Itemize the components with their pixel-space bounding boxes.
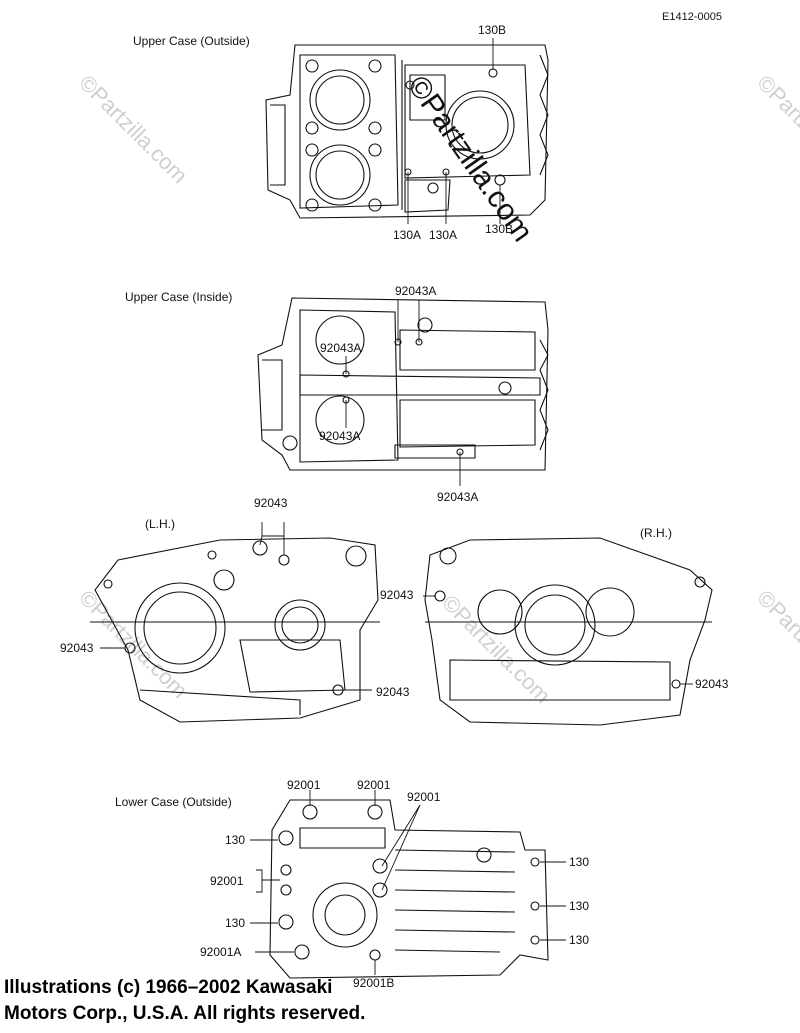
callout-92043-rh-left: 92043 xyxy=(380,588,414,602)
diagram-code: E1412-0005 xyxy=(662,11,722,23)
callout-130b-top: 130B xyxy=(478,23,507,37)
callout-130b-bottom: 130B xyxy=(485,222,514,236)
callout-92001-top-mid: 92001 xyxy=(357,778,391,792)
lh-crankcase-drawing xyxy=(90,537,380,723)
callout-92001a: 92001A xyxy=(200,945,242,959)
view-title-upper-outside: Upper Case (Outside) xyxy=(133,34,250,48)
callout-130-right-top: 130 xyxy=(569,855,590,869)
view-title-lh: (L.H.) xyxy=(145,517,175,531)
view-title-rh: (R.H.) xyxy=(640,526,672,540)
view-title-lower-outside: Lower Case (Outside) xyxy=(115,795,232,809)
callout-130-right-bottom: 130 xyxy=(569,933,590,947)
copyright-line-2: Motors Corp., U.S.A. All rights reserved… xyxy=(4,1003,366,1024)
callout-130-left-upper: 130 xyxy=(225,833,246,847)
upper-case-outside-drawing xyxy=(265,44,549,219)
lower-case-outside-drawing xyxy=(269,799,549,979)
callout-130a-left: 130A xyxy=(393,228,422,242)
view-title-upper-inside: Upper Case (Inside) xyxy=(125,290,233,304)
callout-130-left-lower: 130 xyxy=(225,916,246,930)
upper-case-inside-drawing xyxy=(257,297,549,471)
callout-92043-rh-right: 92043 xyxy=(695,677,729,691)
callout-92001-top-right: 92001 xyxy=(407,790,441,804)
callout-92043-lh-bottom: 92043 xyxy=(376,685,410,699)
callout-92043a-bottom: 92043A xyxy=(437,490,479,504)
callout-92043-lh-top: 92043 xyxy=(254,496,288,510)
callout-92043-lh-left: 92043 xyxy=(60,641,94,655)
callout-92001-left: 92001 xyxy=(210,874,244,888)
callout-130-right-mid: 130 xyxy=(569,899,590,913)
callout-92043a-top: 92043A xyxy=(395,284,437,298)
callout-130a-right: 130A xyxy=(429,228,458,242)
callout-92043a-lower-left: 92043A xyxy=(319,429,361,443)
callout-92001b: 92001B xyxy=(353,976,395,990)
rh-crankcase-drawing xyxy=(424,537,713,726)
copyright-line-1: Illustrations (c) 1966–2002 Kawasaki xyxy=(4,977,333,998)
callout-92001-top-left: 92001 xyxy=(287,778,321,792)
callout-92043a-upper-left: 92043A xyxy=(320,341,362,355)
